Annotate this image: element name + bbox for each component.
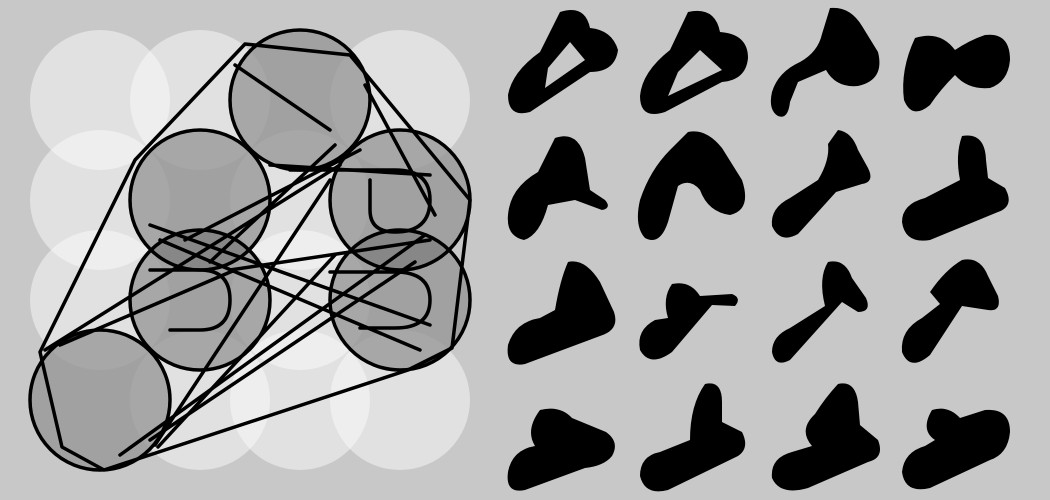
chord bbox=[233, 63, 332, 132]
blob-glyph bbox=[772, 261, 868, 363]
shape-circle bbox=[130, 130, 270, 270]
grid-circle bbox=[330, 30, 470, 170]
shape-circle bbox=[330, 230, 470, 370]
blob-glyph bbox=[901, 259, 999, 363]
grid-circle bbox=[330, 330, 470, 470]
blob-glyph bbox=[639, 283, 738, 360]
blob-glyph bbox=[507, 136, 608, 240]
shape-circle-outline bbox=[328, 128, 472, 272]
chord bbox=[208, 143, 337, 264]
shape-circle-outline bbox=[228, 28, 372, 172]
blob-glyph bbox=[508, 10, 618, 114]
shape-circle bbox=[230, 30, 370, 170]
shape-circle-outline bbox=[128, 128, 272, 272]
shape-circle-outline bbox=[28, 328, 172, 472]
blob-glyph bbox=[903, 34, 1010, 112]
chord bbox=[228, 238, 432, 272]
blob-glyph bbox=[902, 135, 1009, 241]
blob-glyph bbox=[507, 408, 615, 491]
shape-circle-outline bbox=[328, 228, 472, 372]
chord bbox=[158, 238, 422, 352]
loop bbox=[288, 168, 432, 234]
hull-diagram bbox=[28, 28, 472, 472]
ray bbox=[43, 163, 342, 352]
chord bbox=[363, 83, 437, 217]
shape-circle bbox=[30, 330, 170, 470]
blob-glyph bbox=[771, 130, 871, 238]
blob-glyph bbox=[770, 7, 880, 117]
shape-circle bbox=[330, 130, 470, 270]
shape-circle bbox=[130, 230, 270, 370]
shape-circles bbox=[30, 30, 470, 470]
shape-circle-outline bbox=[128, 228, 272, 372]
loop bbox=[328, 270, 432, 330]
blob-glyph bbox=[771, 383, 881, 491]
grid-circle bbox=[30, 130, 170, 270]
loop bbox=[148, 268, 232, 332]
grid-circle bbox=[30, 30, 170, 170]
blob-glyph bbox=[902, 408, 1010, 490]
blob-glyph bbox=[637, 131, 746, 240]
blob-glyph bbox=[640, 10, 748, 114]
ray bbox=[153, 178, 332, 447]
grid-circle bbox=[230, 330, 370, 470]
glyph-grid bbox=[507, 7, 1010, 492]
shape-circle-outlines bbox=[28, 28, 472, 472]
hull-outline bbox=[38, 42, 472, 472]
blob-glyph bbox=[507, 261, 616, 365]
grid-circle bbox=[30, 230, 170, 370]
blob-glyph bbox=[640, 383, 746, 492]
grid-circle bbox=[230, 130, 370, 270]
chord bbox=[183, 148, 362, 242]
chord bbox=[148, 223, 432, 327]
